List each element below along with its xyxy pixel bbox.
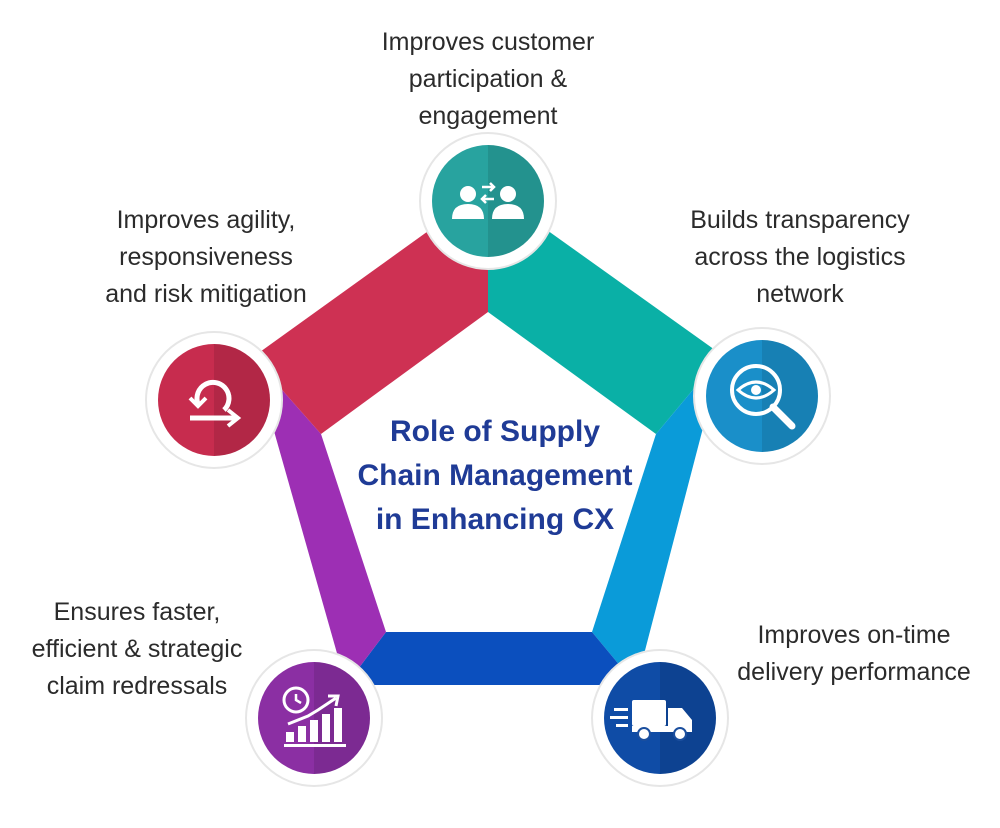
center-title: Role of Supply Chain Management in Enhan…	[330, 410, 660, 542]
label-right-line: network	[756, 280, 844, 308]
center-title-line-2: Chain Management	[357, 459, 633, 492]
delivery-truck-icon	[610, 700, 692, 741]
label-right-line: Builds transparency	[690, 206, 910, 234]
label-bottom-right-line: Improves on-time	[757, 621, 951, 649]
segment-bottom-left	[253, 357, 386, 685]
label-bottom-left-line: claim redressals	[46, 672, 228, 700]
label-bottom-left-line: Ensures faster,	[53, 598, 221, 626]
segment-left-top	[253, 188, 488, 434]
label-right-line: across the logistics	[694, 243, 906, 271]
label-bottom-left: Ensures faster, efficient & strategic cl…	[2, 594, 272, 705]
node-top-fill	[432, 145, 544, 257]
label-bottom-right: Improves on-time delivery performance	[712, 617, 996, 691]
label-top-line: Improves customer	[381, 28, 595, 56]
label-left-line: responsiveness	[119, 243, 293, 271]
label-top-line: engagement	[418, 102, 558, 130]
node-left	[145, 331, 283, 469]
node-bottom-left	[245, 649, 383, 787]
label-right: Builds transparency across the logistics…	[655, 202, 945, 313]
node-bottom-right	[591, 649, 729, 787]
agility-arrows-icon	[188, 379, 242, 428]
label-bottom-right-line: delivery performance	[737, 658, 971, 686]
label-bottom-left-line: efficient & strategic	[31, 635, 243, 663]
eye-search-icon	[730, 364, 796, 430]
label-top: Improves customer participation & engage…	[330, 24, 646, 135]
segment-bottom	[346, 632, 636, 685]
segment-top-right	[488, 188, 722, 434]
label-top-line: participation &	[408, 65, 568, 93]
center-title-line-1: Role of Supply	[390, 415, 600, 448]
node-top	[419, 132, 557, 270]
segment-right-bottom	[592, 355, 722, 685]
people-exchange-icon	[452, 182, 524, 219]
label-left-line: and risk mitigation	[105, 280, 307, 308]
label-left: Improves agility, responsiveness and ris…	[68, 202, 344, 313]
node-right	[693, 327, 831, 465]
node-left-fill	[158, 344, 270, 456]
label-left-line: Improves agility,	[116, 206, 296, 234]
center-title-line-3: in Enhancing CX	[375, 503, 615, 536]
growth-chart-icon	[282, 686, 346, 747]
